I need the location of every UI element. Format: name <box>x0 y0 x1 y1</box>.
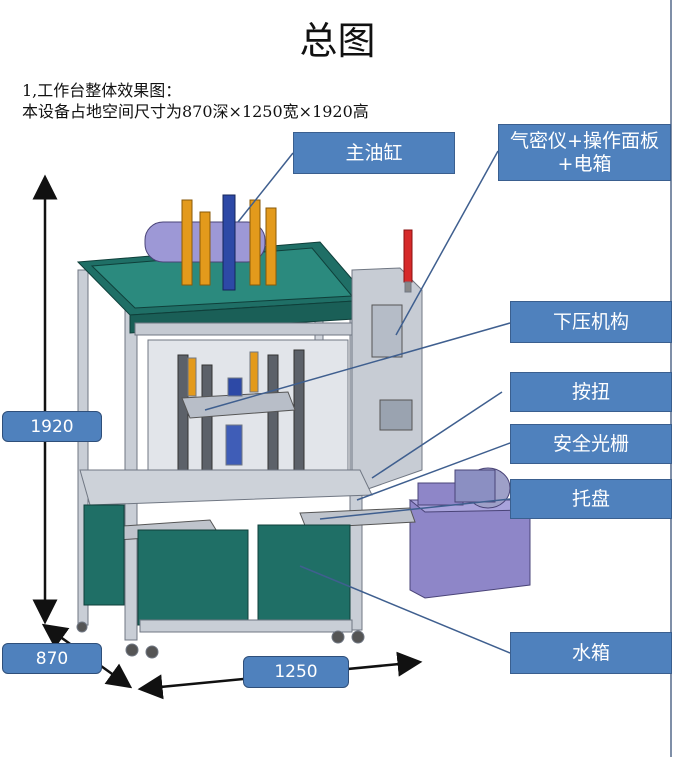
intro-line-2: 本设备占地空间尺寸为870深×1250宽×1920高 <box>22 102 369 121</box>
label-press-mechanism: 下压机构 <box>510 301 672 343</box>
label-leak-tester: 气密仪+操作面板+电箱 <box>498 124 671 181</box>
hydraulic-unit <box>408 467 532 599</box>
label-button: 按扭 <box>510 372 672 412</box>
label-tray: 托盘 <box>510 479 672 519</box>
label-main-cylinder: 主油缸 <box>293 132 455 174</box>
page-title: 总图 <box>299 19 376 63</box>
dimension-height-label: 1920 <box>2 411 102 442</box>
leader-lines <box>204 150 511 654</box>
intro-line-1: 1,工作台整体效果图： <box>22 81 182 100</box>
label-water-tank: 水箱 <box>510 632 672 674</box>
frame <box>76 194 423 659</box>
dimension-width-label: 1250 <box>243 656 349 688</box>
label-light-curtain: 安全光栅 <box>510 424 672 464</box>
dimension-depth-label: 870 <box>2 643 102 674</box>
intro-text: 1,工作台整体效果图： 本设备占地空间尺寸为870深×1250宽×1920高 <box>22 80 369 122</box>
